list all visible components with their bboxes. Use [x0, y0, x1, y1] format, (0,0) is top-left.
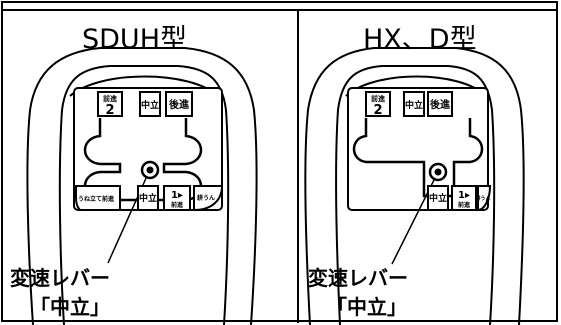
left-plate-neutral-top	[139, 91, 161, 117]
right-label-forward2-top: 前進	[371, 94, 385, 103]
left-plate-tillage	[193, 185, 224, 212]
left-panel-title: SDUH型	[82, 24, 187, 55]
left-label-tillage: 耕うん	[197, 194, 215, 202]
right-handle-outline	[304, 47, 525, 325]
left-handle-illustration	[26, 47, 258, 325]
right-label-neutral: 中立	[405, 99, 423, 111]
right-plate-neutral-top	[403, 91, 425, 117]
left-label-reverse: 後進	[169, 98, 190, 111]
left-label-forward2-top: 前進	[103, 94, 117, 103]
left-label-forward2-num: 2	[105, 103, 114, 118]
right-label-forward1-sub: 前進	[458, 201, 471, 209]
right-label-forward2-num: 2	[373, 103, 382, 118]
right-plate-forward2	[365, 91, 391, 117]
right-panel-title: HX、D型	[363, 24, 477, 55]
left-plate-rice	[75, 185, 121, 211]
left-caption-line2: 「中立」	[30, 295, 110, 319]
left-handle-outline	[26, 47, 258, 325]
right-handle-inner	[335, 65, 496, 325]
right-caption-line1: 変速レバー	[308, 266, 408, 290]
right-label-reverse: 後進	[430, 98, 451, 111]
right-label-tillage: 耕うん	[474, 195, 490, 202]
left-label-neutral: 中立	[141, 99, 159, 111]
right-label-neutral-bottom: 中立	[429, 192, 447, 204]
left-plate-forward1	[163, 185, 191, 211]
panel-divider	[297, 11, 299, 323]
right-caption-line2: 「中立」	[327, 295, 407, 319]
left-label-rice-b: 前進	[102, 195, 115, 203]
right-label-forward1-num: 1▸	[458, 190, 470, 201]
left-plate-forward2	[97, 91, 123, 117]
right-plate-forward1	[451, 185, 477, 211]
left-label-forward1-num: 1▸	[171, 190, 183, 201]
left-label-forward1-sub: 前進	[171, 201, 184, 209]
left-label-rice-a: うね立て	[78, 195, 102, 203]
right-plate-neutral-bottom	[427, 185, 449, 211]
right-plate-reverse	[427, 91, 453, 117]
left-plate-neutral-bottom	[137, 185, 159, 211]
right-handle-illustration	[304, 47, 525, 325]
left-caption-line1: 変速レバー	[10, 266, 110, 290]
left-plate-reverse	[165, 91, 193, 117]
top-strip	[1, 1, 558, 11]
left-handle-inner	[58, 65, 230, 325]
left-label-neutral-bottom: 中立	[139, 192, 157, 204]
